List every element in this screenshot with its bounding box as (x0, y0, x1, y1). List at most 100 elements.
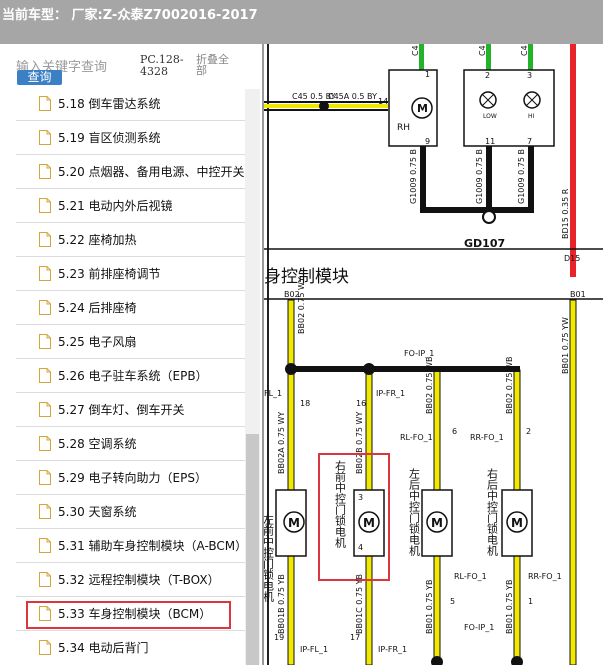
svg-text:G1009 0.75 B: G1009 0.75 B (409, 149, 418, 204)
toc-item-label: 5.23 前排座椅调节 (58, 267, 161, 281)
toc-item[interactable]: 5.23 前排座椅调节 (16, 256, 245, 290)
svg-text:BB02B 0.75 WY: BB02B 0.75 WY (355, 412, 364, 474)
svg-text:17: 17 (350, 633, 360, 642)
green-wire-3 (528, 44, 533, 70)
yellow-wire-a (287, 299, 295, 665)
document-icon (39, 130, 51, 145)
svg-text:RR-FO_1: RR-FO_1 (528, 572, 562, 581)
toc-item[interactable]: 5.28 空调系统 (16, 426, 245, 460)
motor-lr: M (421, 489, 453, 557)
toc-panel (0, 44, 262, 665)
svg-text:FO-IP_1: FO-IP_1 (464, 623, 494, 632)
toc-item[interactable]: 5.33 车身控制模块（BCM） (16, 596, 245, 630)
highlight-rf-motor (318, 453, 390, 581)
toc-item-label: 5.32 远程控制模块（T-BOX） (58, 573, 220, 587)
toc-item[interactable]: 5.24 后排座椅 (16, 290, 245, 324)
yellow-wire-e (569, 299, 577, 665)
svg-text:G1009 0.75 B: G1009 0.75 B (517, 149, 526, 204)
toc-item-label: 5.20 点烟器、备用电源、中控开关 (58, 165, 245, 179)
pc-code: PC.128-4328 (140, 53, 184, 78)
toc-item[interactable]: 5.25 电子风扇 (16, 324, 245, 358)
toc-item[interactable]: 5.21 电动内外后视镜 (16, 188, 245, 222)
svg-text:BB01C 0.75 YB: BB01C 0.75 YB (355, 574, 364, 634)
document-icon (39, 198, 51, 213)
toc-item[interactable]: 5.27 倒车灯、倒车开关 (16, 392, 245, 426)
document-icon (39, 402, 51, 417)
toc-item-label: 5.34 电动后背门 (58, 641, 149, 655)
green-wire-1 (419, 44, 424, 70)
wire-label-c4c: C4 (520, 45, 529, 56)
ground-wire-2 (486, 146, 492, 211)
svg-text:1: 1 (528, 597, 533, 606)
motor-lf: M (275, 489, 307, 557)
splice-dot (319, 101, 329, 111)
rh-motor-icon (411, 97, 433, 119)
document-icon (39, 470, 51, 485)
svg-text:BD15 0.35 R: BD15 0.35 R (561, 188, 570, 239)
document-icon (39, 266, 51, 281)
collapse-all-button[interactable]: 折叠全部 (196, 53, 229, 77)
svg-text:BB01 0.75 YB: BB01 0.75 YB (505, 580, 514, 634)
wire-label-c45: C45 0.5 BY (292, 92, 336, 101)
label-lf: 左前中控门锁电机 (264, 514, 275, 602)
document-icon (39, 538, 51, 553)
svg-text:7: 7 (527, 137, 532, 146)
green-wire-2 (486, 44, 491, 70)
toc-item-label: 5.30 天窗系统 (58, 505, 137, 519)
ground-wire-3 (528, 146, 534, 211)
toc-item[interactable]: 5.32 远程控制模块（T-BOX） (16, 562, 245, 596)
motor-rr: M (501, 489, 533, 557)
svg-text:LOW: LOW (483, 113, 497, 120)
svg-text:16: 16 (356, 399, 366, 408)
search-button[interactable]: 查询 (17, 70, 62, 85)
ground-wire-1 (420, 146, 426, 211)
scrollbar-thumb[interactable] (246, 434, 259, 665)
svg-text:2: 2 (526, 427, 531, 436)
svg-text:BB02 0.75 WB: BB02 0.75 WB (505, 357, 514, 414)
svg-text:RL-FO_1: RL-FO_1 (454, 572, 487, 581)
svg-text:M: M (511, 516, 523, 530)
document-icon (39, 436, 51, 451)
svg-text:14: 14 (378, 97, 388, 106)
toc-item-label: 5.25 电子风扇 (58, 335, 137, 349)
toc-item-label: 5.24 后排座椅 (58, 301, 137, 315)
toc-item[interactable]: 5.19 盲区侦测系统 (16, 120, 245, 154)
svg-text:FL_1: FL_1 (264, 389, 282, 398)
toc-item[interactable]: 5.18 倒车雷达系统 (16, 89, 245, 120)
svg-text:IP-FR_1: IP-FR_1 (378, 645, 407, 654)
toc-item[interactable]: 5.20 点烟器、备用电源、中控开关 (16, 154, 245, 188)
svg-text:G1009 0.75 B: G1009 0.75 B (475, 149, 484, 204)
toc-item[interactable]: 5.30 天窗系统 (16, 494, 245, 528)
toc-item[interactable]: 5.22 座椅加热 (16, 222, 245, 256)
red-wire (570, 44, 576, 277)
svg-text:BB02 0.75 WY: BB02 0.75 WY (297, 277, 306, 334)
wire-label-c4b: C4 (478, 45, 487, 56)
svg-text:BB01 0.75 YB: BB01 0.75 YB (425, 580, 434, 634)
toc-item[interactable]: 5.34 电动后背门 (16, 630, 245, 664)
toc-item-label: 5.22 座椅加热 (58, 233, 137, 247)
svg-text:2: 2 (485, 71, 490, 80)
document-icon (39, 232, 51, 247)
lamp-box (463, 69, 555, 147)
toc-item[interactable]: 5.29 电子转向助力（EPS） (16, 460, 245, 494)
svg-text:11: 11 (485, 137, 495, 146)
svg-text:5: 5 (450, 597, 455, 606)
panel-divider[interactable] (262, 44, 264, 665)
svg-text:BB01 0.75 YW: BB01 0.75 YW (561, 317, 570, 374)
svg-text:BB02 0.75 WB: BB02 0.75 WB (425, 357, 434, 414)
toc-item-label: 5.31 辅助车身控制模块（A-BCM） (58, 539, 245, 553)
toc-item[interactable]: 5.31 辅助车身控制模块（A-BCM） (16, 528, 245, 562)
selected-item-highlight (26, 601, 231, 629)
svg-text:FO-IP_1: FO-IP_1 (404, 349, 434, 358)
ground-bus (420, 207, 534, 213)
toc-item-label: 5.33 车身控制模块（BCM） (58, 607, 212, 621)
toc-item-label: 5.29 电子转向助力（EPS） (58, 471, 207, 485)
svg-text:B02: B02 (284, 290, 300, 299)
svg-text:9: 9 (425, 137, 430, 146)
svg-text:RR-FO_1: RR-FO_1 (470, 433, 504, 442)
svg-text:RL-FO_1: RL-FO_1 (400, 433, 433, 442)
toc-item[interactable]: 5.26 电子驻车系统（EPB） (16, 358, 245, 392)
title-bar: 当前车型： 厂家:Z-众泰Z7002016-2017 (0, 0, 603, 44)
toc-item-label: 5.26 电子驻车系统（EPB） (58, 369, 208, 383)
